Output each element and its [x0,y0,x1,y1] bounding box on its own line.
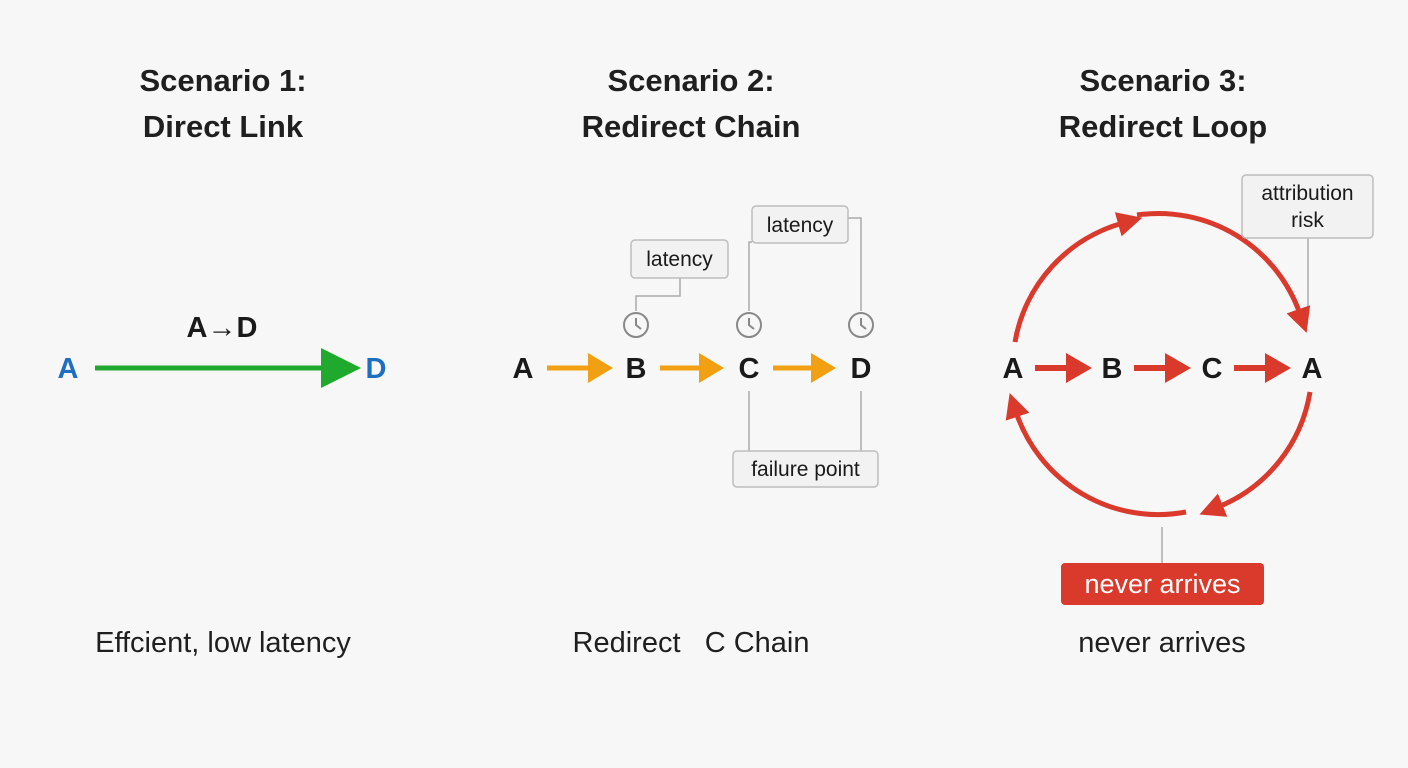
clock-icon [736,312,762,338]
chain-node-d: D [851,353,872,385]
latency-callout-1-text: latency [646,248,713,271]
scenario-3-title-line2: Redirect Loop [1058,109,1268,144]
direct-start-node: A [58,353,79,385]
scenario-2-title: Scenario 2: Redirect Chain [511,58,871,150]
loop-arc-bottom-right [1199,391,1313,517]
loop-node-a-start: A [1003,353,1024,385]
never-arrives-badge: never arrives [1061,563,1264,605]
loop-node-c: C [1202,353,1223,385]
failure-point-callout: failure point [732,450,879,488]
chain-arrow-cd [773,353,836,383]
scenario-2-caption: Redirect C Chain [572,627,810,659]
loop-arc-bottom-left [1005,393,1187,518]
latency-callout-2: latency [751,205,849,244]
loop-arrow-ca [1234,353,1291,383]
loop-arrow-ab [1035,353,1092,383]
never-arrives-badge-text: never arrives [1084,569,1240,599]
chain-arrow-ab [547,353,613,383]
chain-arrow-bc [660,353,724,383]
loop-arc-top-right [1136,210,1311,333]
scenario-2-diagram: A B C D [513,205,879,488]
scenario-2-title-line2: Redirect Chain [581,109,801,144]
scenario-1-title-line1: Scenario 1: [139,63,307,98]
chain-node-c: C [739,353,760,385]
chain-node-a: A [513,353,534,385]
failure-point-text: failure point [751,458,860,481]
direct-end-node: D [366,353,387,385]
scenario-3-title: Scenario 3: Redirect Loop [983,58,1343,150]
latency-callout-1: latency [630,239,729,279]
loop-arc-top-left [1012,212,1143,343]
attribution-risk-line1: attribution [1261,182,1353,205]
attribution-risk-line2: risk [1291,209,1324,232]
clock-icon [848,312,874,338]
clock-icon [623,312,649,338]
scenario-2-title-line1: Scenario 2: [607,63,775,98]
chain-node-b: B [626,353,647,385]
chain-connectors [635,217,862,451]
direct-arrow-label: A→D [187,312,258,344]
scenario-1-title: Scenario 1: Direct Link [43,58,403,150]
scenario-3-title-line1: Scenario 3: [1079,63,1247,98]
scenario-3-diagram: A B C A attribution risk [1003,174,1374,605]
loop-arrow-bc [1134,353,1191,383]
scenario-1-diagram: A A→D D [58,312,387,388]
scenario-3-caption: never arrives [1078,627,1246,659]
scenario-1-caption: Effcient, low latency [95,627,351,659]
latency-callout-2-text: latency [767,214,834,237]
scenario-1-title-line2: Direct Link [142,109,304,144]
loop-node-a-end: A [1302,353,1323,385]
attribution-risk-callout: attribution risk [1241,174,1374,239]
loop-node-b: B [1102,353,1123,385]
